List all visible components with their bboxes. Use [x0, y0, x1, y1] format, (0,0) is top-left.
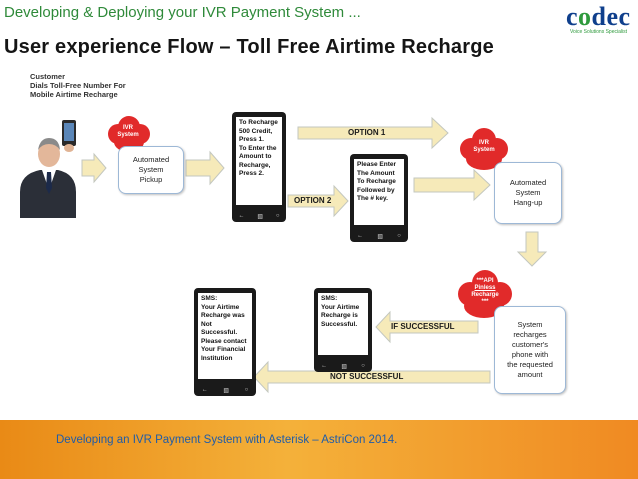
arrow-customer-to-pickup [81, 152, 107, 184]
logo-wordmark: codec [566, 2, 631, 31]
logo-tagline: Voice Solutions Specialist [570, 29, 627, 35]
arrow-pickup-to-menu [185, 150, 225, 186]
system-recharges-box: System recharges customer's phone with t… [494, 306, 566, 394]
flow-arrows [81, 116, 548, 394]
codec-logo: codec Voice Solutions Specialist [566, 2, 636, 38]
not-successful-label: NOT SUCCESSFUL [330, 372, 404, 381]
phone-nav-buttons: ←▧○ [238, 213, 280, 220]
phone-sms-success-screen: SMS: Your Airtime Recharge is Successful… [314, 288, 372, 372]
option-2-label: OPTION 2 [294, 196, 332, 205]
arrow-enter-to-hangup [413, 168, 491, 202]
option-1-label: OPTION 1 [348, 128, 386, 137]
if-successful-label: IF SUCCESSFUL [391, 322, 455, 331]
arrow-hangup-to-recharge [516, 231, 548, 267]
footer-band [0, 420, 638, 479]
slide-header-title: Developing & Deploying your IVR Payment … [4, 4, 361, 21]
arrow-option-1 [297, 116, 449, 150]
customer-person-icon [20, 120, 76, 218]
slide-main-title: User experience Flow – Toll Free Airtime… [4, 36, 494, 58]
ivr-system-cloud-2: IVR System [458, 126, 510, 172]
arrow-option-2 [287, 184, 349, 218]
arrow-if-successful [375, 310, 479, 344]
phone-nav-buttons: ←▧○ [357, 233, 401, 240]
automated-system-pickup-box: Automated System Pickup [118, 146, 184, 194]
customer-caption: Customer Dials Toll-Free Number For Mobi… [30, 72, 126, 99]
phone-enter-amount-screen: Please Enter The Amount To Recharge Foll… [350, 154, 408, 242]
automated-system-hangup-box: Automated System Hang-up [494, 162, 562, 224]
footer-text: Developing an IVR Payment System with As… [56, 434, 398, 446]
phone-menu-screen: To Recharge 500 Credit, Press 1. To Ente… [232, 112, 286, 222]
phone-sms-failure-screen: SMS: Your Airtime Recharge was Not Succe… [194, 288, 256, 396]
arrow-not-successful [253, 360, 491, 394]
phone-nav-buttons: ←▧○ [201, 387, 249, 394]
phone-nav-buttons: ←▧○ [321, 363, 365, 370]
